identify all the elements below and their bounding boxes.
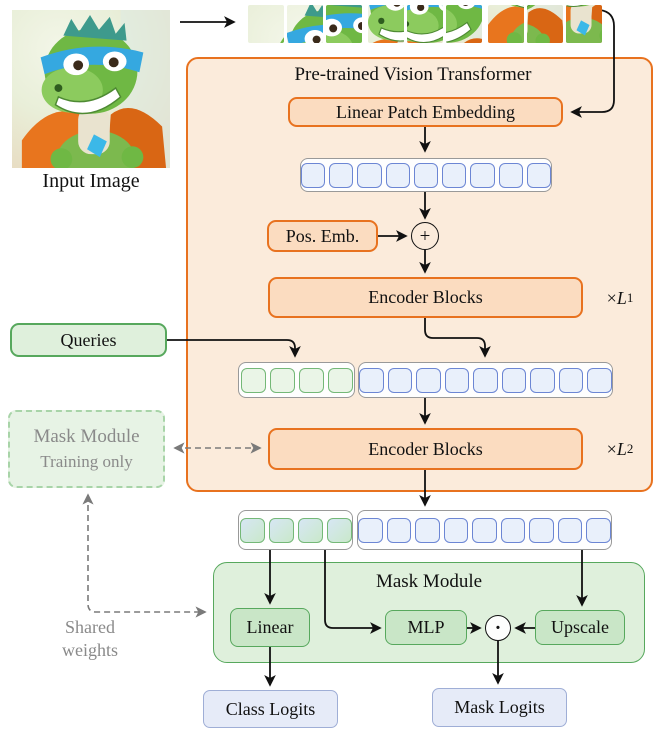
token (240, 367, 266, 393)
shared-weights-line1: Shared (65, 617, 115, 637)
token (472, 517, 497, 543)
token (416, 367, 441, 393)
times-symbol: × (606, 438, 617, 459)
token (326, 517, 352, 543)
image-patch (407, 5, 443, 43)
token (387, 367, 413, 393)
token (557, 517, 583, 543)
subscript: 2 (626, 441, 634, 456)
token (442, 162, 467, 188)
token (298, 367, 324, 393)
image-patch (368, 5, 404, 43)
token (268, 517, 294, 543)
token (529, 517, 554, 543)
token (558, 367, 584, 393)
shared-weights-note: Shared weights (30, 616, 150, 661)
token-strip-query-tokens (238, 362, 355, 398)
mask-module-training-box: Mask Module Training only (8, 410, 165, 488)
shared-weights-line2: weights (62, 639, 118, 660)
linear-box: Linear (230, 608, 310, 647)
token (526, 162, 551, 188)
image-patch (326, 5, 362, 43)
token (269, 367, 295, 393)
encoder-blocks-2-box: Encoder Blocks (268, 428, 583, 470)
token-strip-patch-tokens (300, 158, 552, 192)
token (530, 367, 555, 393)
token (357, 162, 382, 188)
encoder-blocks-1-box: Encoder Blocks (268, 277, 583, 318)
token-strip-patch-tokens-2 (358, 362, 613, 398)
token (470, 162, 495, 188)
token (498, 162, 523, 188)
token (443, 517, 469, 543)
token (413, 162, 439, 188)
image-patch (248, 5, 284, 43)
token (301, 162, 326, 188)
token-strip-patch-output (357, 510, 612, 550)
class-logits-box: Class Logits (203, 690, 338, 728)
input-image-label: Input Image (42, 169, 140, 192)
mlp-box: MLP (385, 610, 467, 645)
queries-box: Queries (10, 323, 167, 357)
plus-operator-icon: + (411, 222, 439, 250)
input-image (11, 10, 171, 168)
token (587, 367, 613, 393)
image-patch (488, 5, 524, 43)
token (501, 367, 527, 393)
training-box-subtitle: Training only (40, 452, 133, 471)
token (385, 162, 410, 188)
token (329, 162, 354, 188)
times-symbol: × (606, 287, 617, 308)
token (473, 367, 498, 393)
training-box-title: Mask Module (33, 426, 140, 447)
token-strip-query-output (238, 510, 353, 550)
token (239, 517, 265, 543)
pos-emb-box: Pos. Emb. (267, 220, 378, 252)
token (444, 367, 470, 393)
token (415, 517, 440, 543)
token (586, 517, 612, 543)
image-patch (446, 5, 482, 43)
token (357, 517, 383, 543)
image-patch (527, 5, 563, 43)
mask-module-title: Mask Module (375, 571, 483, 592)
image-patch (566, 5, 602, 43)
l-variable: L (616, 287, 627, 308)
upscale-box: Upscale (535, 610, 625, 645)
linear-patch-embedding-box: Linear Patch Embedding (288, 97, 563, 127)
token (386, 517, 412, 543)
subscript: 1 (626, 290, 634, 305)
token (327, 367, 353, 393)
token (297, 517, 323, 543)
vit-panel-title: Pre-trained Vision Transformer (294, 64, 532, 85)
l-variable: L (616, 438, 627, 459)
image-patch (287, 5, 323, 43)
hadamard-product-icon: · (485, 615, 511, 641)
token (358, 367, 384, 393)
token (500, 517, 526, 543)
mask-logits-box: Mask Logits (432, 688, 567, 727)
dashed-arrow-shared-weights (82, 493, 207, 618)
